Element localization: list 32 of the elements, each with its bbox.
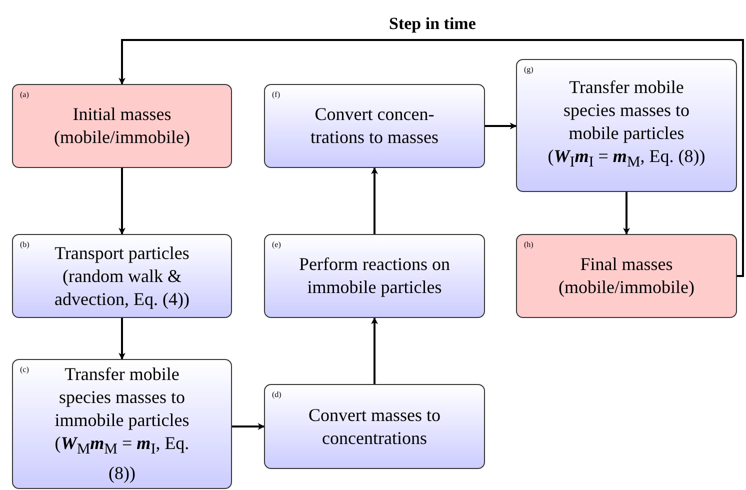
arrow (485, 122, 517, 130)
step-text: Transfer mobile species masses to immobile particles (W$_{M}$m$_{M}$ = m$_{I}$, Eq. (8)) (54, 363, 190, 485)
step-letter: (g) (524, 65, 534, 74)
arrow (118, 168, 126, 235)
process-box (12, 359, 232, 489)
arrow (232, 423, 265, 430)
process-box (264, 84, 485, 168)
step-letter: (b) (20, 240, 30, 249)
step-letter: (f) (272, 90, 280, 99)
step-text: Transfer mobile species masses to mobile particles (W$_{I}$m$_{I}$ = m$_{M}$, Eq. (8)) (548, 76, 706, 173)
process-box (264, 234, 485, 318)
process-box (12, 234, 232, 318)
arrow (118, 39, 744, 277)
step-letter: (d) (272, 390, 282, 399)
arrow (623, 192, 630, 235)
state-box (516, 234, 737, 318)
step-text: Perform reactions on immobile particles (298, 253, 451, 299)
step-text: Final masses (mobile/immobile) (558, 253, 696, 299)
step-text: Convert concen- trations to masses (310, 103, 440, 149)
step-text: Transport particles (random walk & advection, Eq. (4)) (54, 242, 190, 310)
arrow (118, 318, 126, 360)
step-letter: (h) (524, 240, 534, 249)
arrow (371, 317, 378, 384)
step-letter: (a) (20, 90, 29, 99)
step-text: Initial masses (mobile/immobile) (53, 103, 191, 149)
process-box (264, 384, 485, 469)
step-letter: (e) (272, 240, 281, 249)
step-text: Convert masses to concentrations (308, 404, 442, 450)
state-box (12, 84, 232, 168)
arrow (371, 167, 378, 234)
process-box (516, 59, 737, 192)
step-letter: (c) (20, 365, 29, 374)
